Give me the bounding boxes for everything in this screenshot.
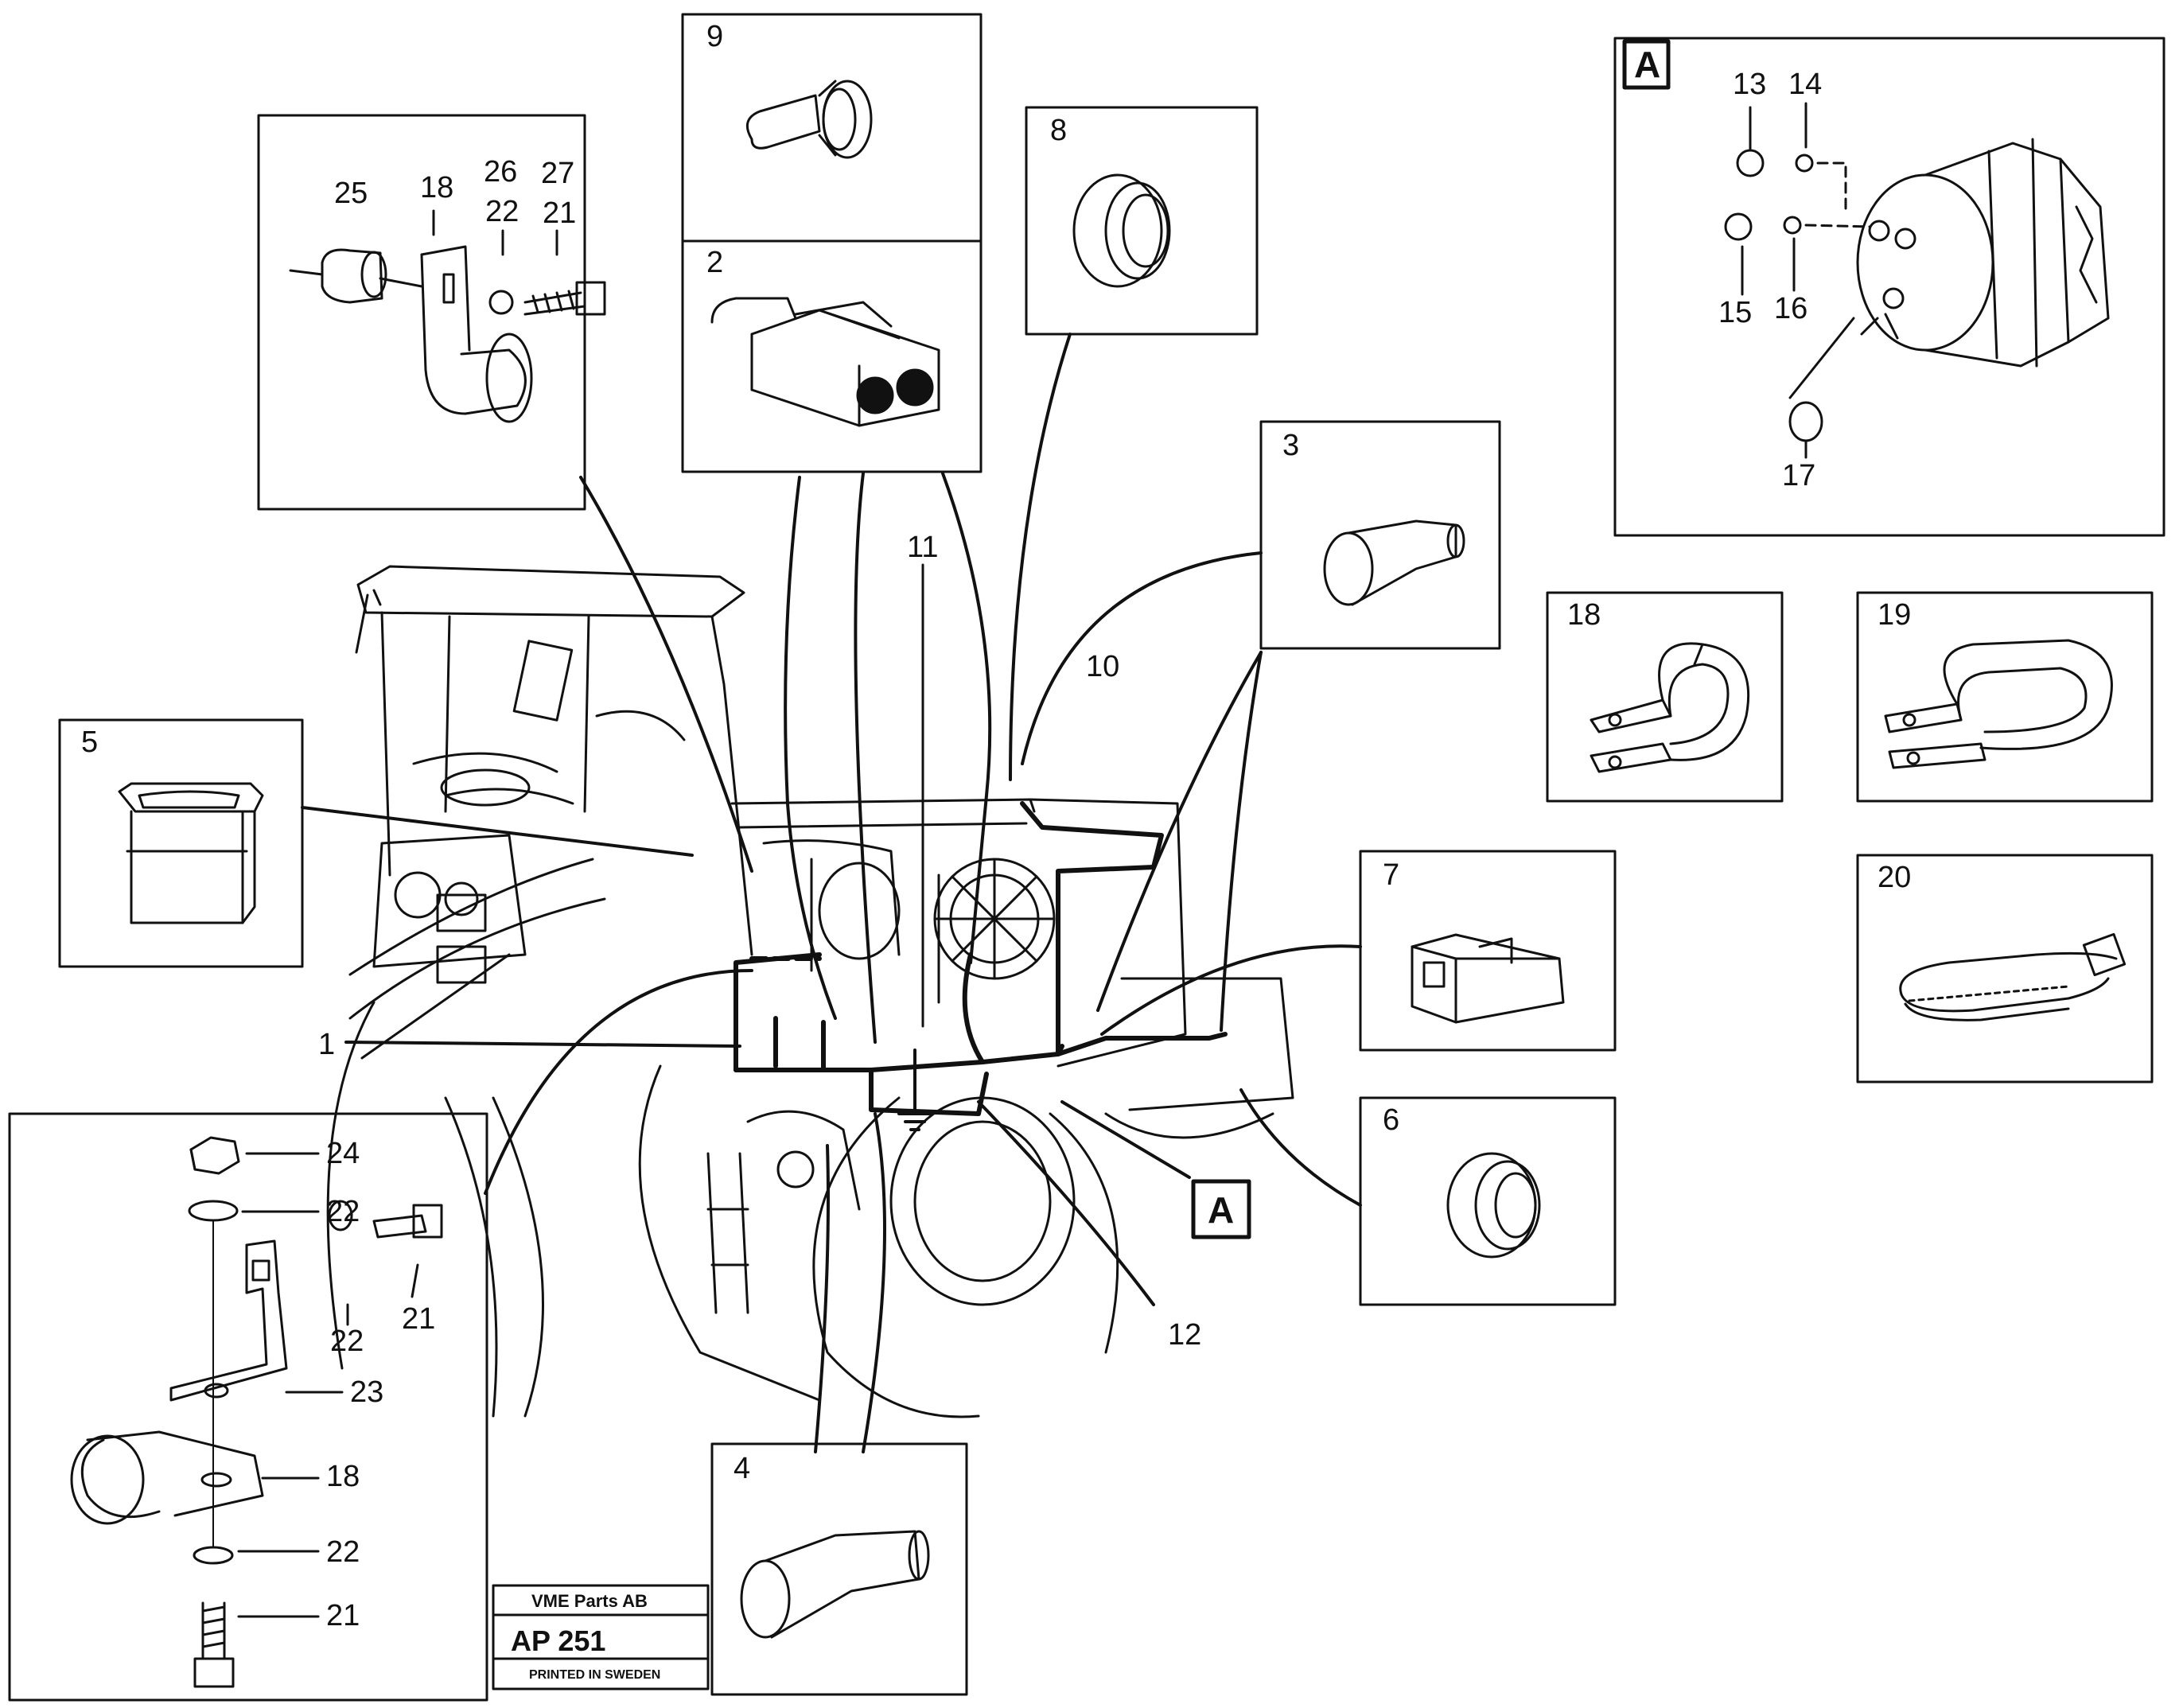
callout-13: 13: [1733, 68, 1766, 101]
stamp-code: AP 251: [511, 1624, 605, 1657]
panel-clamp-assembly: 25 18 26 27 22 21: [257, 114, 606, 511]
main-callouts: 1 10 11 12: [318, 531, 1201, 1352]
main-A-label: A: [1208, 1189, 1234, 1231]
callout-21b: 21: [326, 1599, 360, 1632]
callout-10: 10: [1086, 650, 1119, 683]
callout-19-panel: 19: [1878, 598, 1911, 632]
panel-2: 2: [681, 239, 983, 473]
stamp-printed: PRINTED IN SWEDEN: [529, 1668, 660, 1682]
callout-15: 15: [1718, 296, 1752, 329]
title-stamp: VME Parts AB AP 251 PRINTED IN SWEDEN: [492, 1584, 710, 1690]
callout-20-panel: 20: [1878, 861, 1911, 894]
panel-8: 8: [1025, 106, 1259, 336]
callout-5: 5: [81, 726, 98, 759]
callout-7: 7: [1383, 858, 1399, 892]
callout-1: 1: [318, 1028, 335, 1061]
panel-3: 3: [1259, 420, 1501, 650]
panel-bracket-assembly: 24 22 22 21 23 18 22 21: [8, 1112, 488, 1702]
panel-9: 9: [681, 13, 983, 243]
callout-12: 12: [1168, 1318, 1201, 1352]
callout-21: 21: [543, 196, 576, 230]
callout-18: 18: [420, 171, 453, 204]
panel-6: 6: [1359, 1096, 1617, 1306]
panel-4: 4: [710, 1442, 968, 1696]
callout-3: 3: [1282, 429, 1299, 462]
callout-14: 14: [1788, 68, 1822, 101]
callout-11: 11: [907, 531, 938, 564]
callout-23: 23: [350, 1375, 383, 1409]
cable-harness: [734, 801, 1228, 1116]
panel-7: 7: [1359, 850, 1617, 1052]
callout-26: 26: [484, 155, 517, 189]
callout-8: 8: [1050, 114, 1067, 147]
main-A-box: [1191, 1179, 1251, 1239]
callout-4: 4: [734, 1452, 750, 1485]
callout-18-panel: 18: [1567, 598, 1601, 632]
callout-17: 17: [1782, 459, 1815, 492]
panel-5: 5: [58, 718, 304, 968]
callout-21a: 21: [402, 1302, 435, 1336]
callout-24: 24: [326, 1137, 360, 1170]
panel-A-alternator: A 13 14 15 16 17: [1613, 37, 2165, 537]
callout-9: 9: [706, 20, 723, 53]
stamp-company: VME Parts AB: [531, 1591, 648, 1611]
callout-2: 2: [706, 246, 723, 279]
panel-19: 19: [1856, 591, 2154, 803]
leader-lines: [301, 333, 1362, 1453]
callout-18b: 18: [326, 1460, 360, 1493]
callout-27: 27: [541, 157, 574, 190]
leader-1: [344, 1041, 741, 1048]
callout-22c: 22: [326, 1535, 360, 1569]
panel-18: 18: [1546, 591, 1784, 803]
callout-16: 16: [1774, 292, 1807, 325]
wheel-loader-illustration: [326, 565, 1294, 1418]
panel-A-label: A: [1634, 44, 1660, 85]
callout-22b: 22: [330, 1325, 364, 1358]
callout-25: 25: [334, 177, 368, 210]
callout-22: 22: [485, 195, 519, 228]
panel-20: 20: [1856, 854, 2154, 1084]
callout-6: 6: [1383, 1103, 1399, 1137]
